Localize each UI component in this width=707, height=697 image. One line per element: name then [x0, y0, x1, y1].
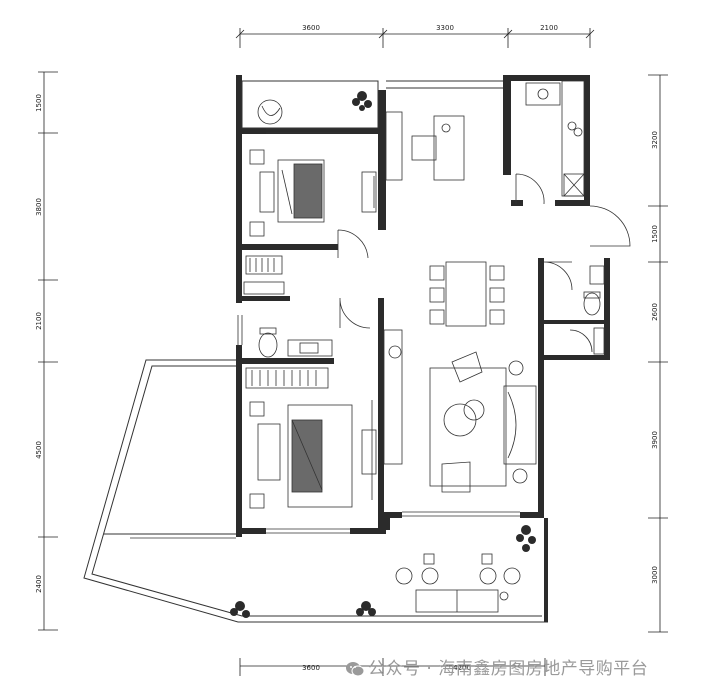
left-dimension-labels: 1500 3800 2100 4500 2400 — [35, 94, 43, 593]
master-closet-hangers — [251, 370, 317, 386]
dimension-lines — [38, 28, 668, 676]
dim-top-1: 3600 — [302, 24, 320, 32]
left-bath-sink — [299, 342, 319, 354]
left-bath-toilet-icon — [258, 327, 278, 358]
closet-shelf — [243, 281, 285, 295]
right-bath-shower — [593, 327, 605, 355]
closet-rack — [245, 255, 283, 275]
bedroom-1-bed — [249, 149, 325, 237]
terrace-pot — [499, 591, 509, 601]
plant-icon-terrace-right — [516, 525, 536, 552]
left-bath-vanity — [287, 339, 333, 357]
dim-top-2: 3300 — [436, 24, 454, 32]
terrace-furniture — [395, 553, 521, 613]
coffee-table-icon — [443, 399, 485, 437]
plants — [230, 91, 536, 618]
dim-right-1: 3200 — [651, 131, 659, 149]
walls — [236, 75, 610, 622]
plant-icon-terrace-left — [230, 601, 250, 618]
dim-right-4: 3900 — [651, 431, 659, 449]
dim-left-1: 1500 — [35, 94, 43, 112]
master-bed — [249, 401, 353, 509]
dining-table — [429, 261, 505, 327]
balcony-chair-icon — [257, 99, 283, 125]
right-bath-toilet-icon — [583, 291, 601, 316]
dim-bottom-2: 4200 — [453, 664, 471, 672]
watermark: 公众号 · 海南鑫房图房地产导购平台 — [346, 654, 648, 679]
living-rug — [429, 367, 507, 487]
kitchen — [525, 80, 585, 197]
top-dimension-labels: 3600 3300 2100 — [302, 24, 558, 32]
windows — [130, 128, 520, 539]
top-balcony — [241, 80, 503, 129]
furniture — [243, 80, 605, 613]
dim-left-5: 2400 — [35, 575, 43, 593]
master-closet-rack — [245, 367, 329, 389]
dim-top-3: 2100 — [540, 24, 558, 32]
right-dimension-labels: 3200 1500 2600 3900 3000 — [651, 131, 659, 584]
tv-cabinet — [383, 329, 403, 465]
closet-hangers — [249, 258, 275, 272]
armchair-bottom-icon — [441, 461, 471, 493]
dim-left-2: 3800 — [35, 198, 43, 216]
dim-bottom-1: 3600 — [302, 664, 320, 672]
study-desk — [385, 111, 465, 181]
bottom-dimension-labels: 3600 4200 — [302, 664, 471, 672]
dim-left-4: 4500 — [35, 441, 43, 459]
dim-right-2: 1500 — [651, 225, 659, 243]
master-wardrobe — [361, 429, 377, 475]
plant-icon-terrace-mid — [356, 601, 376, 616]
dim-right-3: 2600 — [651, 303, 659, 321]
dim-right-5: 3000 — [651, 566, 659, 584]
sofa — [503, 360, 537, 484]
watermark-text: 公众号 · 海南鑫房图房地产导购平台 — [368, 659, 649, 679]
bedroom-1-wardrobe — [361, 171, 377, 213]
right-bath-sink — [589, 265, 605, 285]
wechat-icon — [346, 662, 364, 677]
doors — [337, 173, 631, 353]
plant-icon-top — [352, 91, 372, 111]
dim-left-3: 2100 — [35, 312, 43, 330]
armchair-top-icon — [451, 351, 483, 383]
tv-cabinet-lamp — [388, 345, 402, 359]
